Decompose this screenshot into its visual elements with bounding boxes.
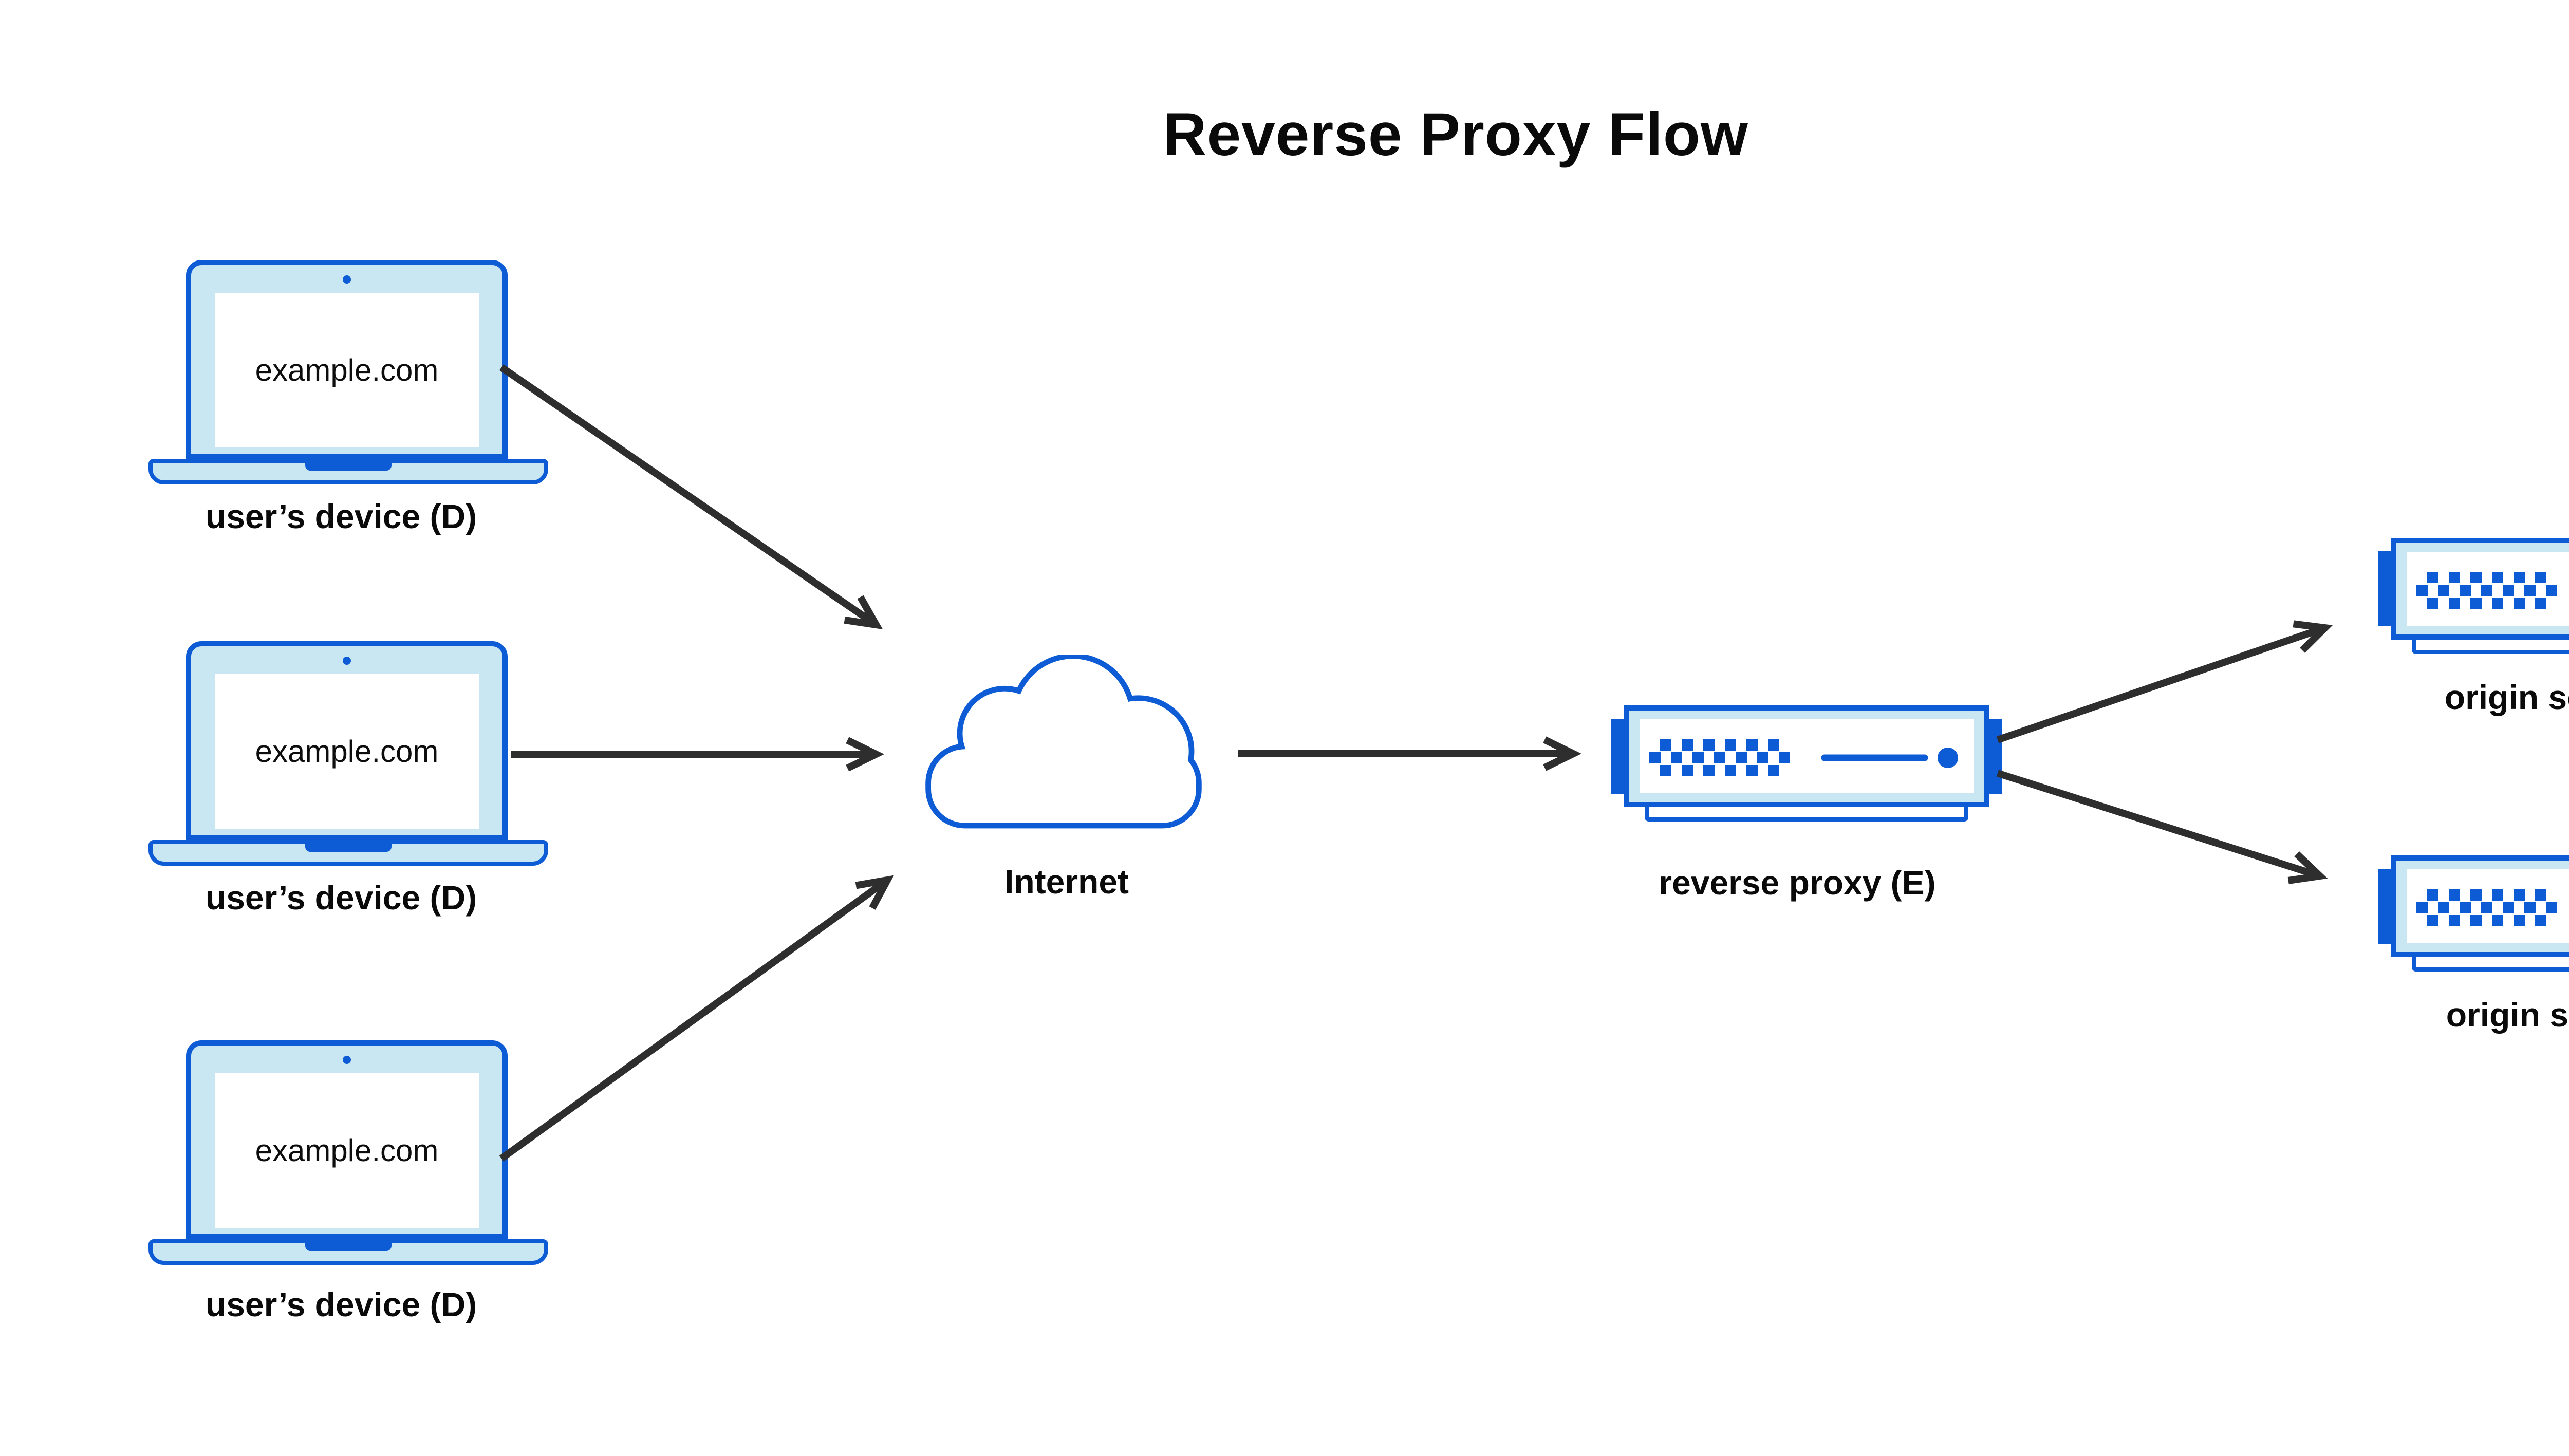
- user-device-node-2: example.com: [148, 641, 548, 866]
- laptop-icon: example.com: [186, 1040, 508, 1239]
- server-icon: [2391, 855, 2569, 957]
- laptop-icon: example.com: [186, 260, 508, 459]
- reverse-proxy-node: [1611, 705, 2002, 825]
- device-screen-url: example.com: [255, 353, 439, 387]
- laptop-notch: [305, 844, 392, 852]
- user-device-label-1: user’s device (D): [205, 497, 477, 535]
- origin-server-label-1: origin server (F): [2444, 678, 2569, 716]
- origin-server-label-2: origin server (F): [2446, 996, 2569, 1034]
- device-screen-url: example.com: [255, 1133, 439, 1168]
- user-device-node-3: example.com: [148, 1040, 548, 1265]
- origin-server-node-1: [2378, 538, 2569, 657]
- user-device-label-3: user’s device (D): [205, 1285, 477, 1323]
- user-device-node-1: example.com: [148, 260, 548, 484]
- server-icon: [2391, 538, 2569, 640]
- arrow-device1-to-internet: [499, 364, 883, 630]
- arrow-proxy-to-origin2: [1996, 770, 2328, 884]
- laptop-base: [148, 840, 548, 866]
- laptop-icon: example.com: [186, 641, 508, 840]
- arrow-device3-to-internet: [499, 875, 894, 1162]
- user-device-label-2: user’s device (D): [205, 879, 477, 917]
- diagram-title: Reverse Proxy Flow: [1163, 101, 1748, 169]
- laptop-notch: [305, 1243, 392, 1251]
- laptop-screen: example.com: [215, 1073, 479, 1228]
- arrow-proxy-to-origin1: [1996, 620, 2333, 743]
- laptop-base: [148, 1239, 548, 1265]
- laptop-base: [148, 459, 548, 484]
- device-screen-url: example.com: [255, 734, 439, 769]
- internet-label: Internet: [1004, 863, 1129, 901]
- server-panel-art: [2407, 869, 2569, 943]
- server-front-panel: [2407, 869, 2569, 943]
- laptop-screen: example.com: [215, 293, 479, 447]
- arrow-device2-to-internet: [511, 737, 884, 772]
- cloud-icon: [925, 655, 1202, 829]
- laptop-camera-dot: [343, 275, 351, 284]
- server-panel-art: [1640, 719, 1974, 793]
- laptop-camera-dot: [343, 1056, 351, 1064]
- reverse-proxy-label: reverse proxy (E): [1659, 864, 1936, 902]
- server-front-panel: [1640, 719, 1974, 793]
- server-icon: [1624, 705, 1989, 807]
- laptop-notch: [305, 463, 392, 471]
- server-panel-art: [2407, 552, 2569, 626]
- arrow-internet-to-proxy: [1238, 736, 1581, 771]
- laptop-screen: example.com: [215, 674, 479, 829]
- server-front-panel: [2407, 552, 2569, 626]
- origin-server-node-2: [2378, 855, 2569, 975]
- laptop-camera-dot: [343, 657, 351, 665]
